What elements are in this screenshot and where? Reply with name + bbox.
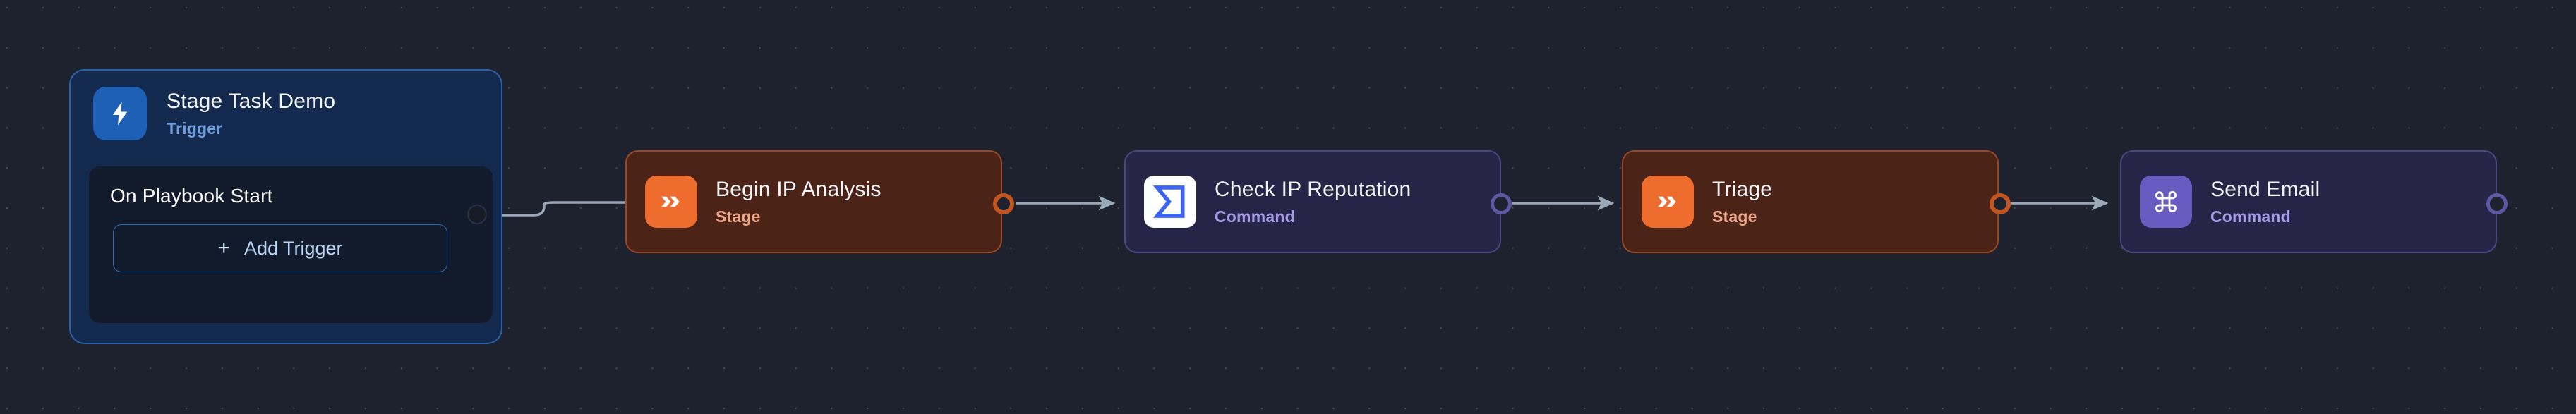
node-title: Begin IP Analysis <box>716 178 881 202</box>
node-subtitle: Command <box>1215 207 1295 226</box>
node-title: Send Email <box>2210 178 2321 202</box>
command-key-icon <box>2140 176 2192 228</box>
port-triage-output[interactable] <box>1990 193 2011 214</box>
double-chevron-right-icon <box>1642 176 1694 228</box>
port-begin-ip-analysis-output[interactable] <box>993 193 1014 214</box>
port-send-email-output[interactable] <box>2486 193 2508 214</box>
trigger-node[interactable]: Stage Task Demo Trigger On Playbook Star… <box>69 69 502 344</box>
node-subtitle: Command <box>2210 207 2291 226</box>
trigger-node-header: Stage Task Demo Trigger <box>71 71 501 140</box>
add-trigger-button[interactable]: + Add Trigger <box>113 224 447 272</box>
node-triage[interactable]: Triage Stage <box>1622 150 1999 253</box>
node-subtitle: Stage <box>716 207 761 226</box>
plus-icon: + <box>217 236 230 260</box>
node-check-ip-reputation[interactable]: Check IP Reputation Command <box>1124 150 1501 253</box>
node-begin-ip-analysis[interactable]: Begin IP Analysis Stage <box>625 150 1002 253</box>
port-on-playbook-start-output[interactable] <box>467 205 487 224</box>
panel-title: On Playbook Start <box>110 185 273 207</box>
add-trigger-label: Add Trigger <box>243 237 343 259</box>
node-send-email[interactable]: Send Email Command <box>2120 150 2497 253</box>
on-playbook-start-panel[interactable]: On Playbook Start + Add Trigger <box>89 166 493 323</box>
node-title: Check IP Reputation <box>1215 178 1412 202</box>
trigger-node-title: Stage Task Demo <box>167 90 336 114</box>
double-chevron-right-icon <box>645 176 697 228</box>
node-title: Triage <box>1712 178 1773 202</box>
port-check-ip-reputation-output[interactable] <box>1491 193 1512 214</box>
trigger-node-subtitle: Trigger <box>167 118 223 138</box>
node-subtitle: Stage <box>1712 207 1757 226</box>
sigma-arrow-icon <box>1144 176 1196 228</box>
lightning-bolt-icon <box>93 87 147 140</box>
